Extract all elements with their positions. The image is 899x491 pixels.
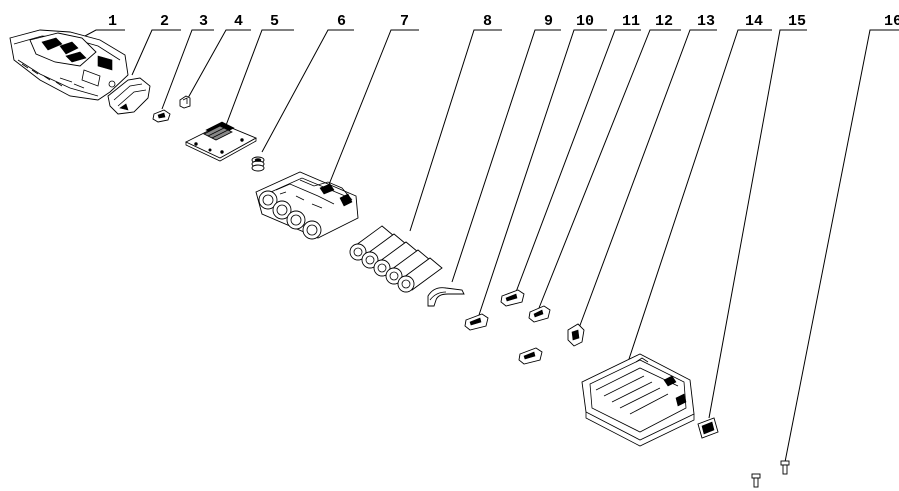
- label-5: 5: [270, 13, 279, 30]
- part-16-screws: [751, 460, 790, 488]
- part-7-cell-holder: [255, 171, 359, 240]
- label-7: 7: [400, 13, 409, 30]
- leader-10: [478, 29, 607, 316]
- leader-2: [131, 29, 181, 76]
- label-13: 13: [697, 13, 715, 30]
- label-4: 4: [234, 13, 243, 30]
- leader-11: [515, 29, 641, 293]
- part-8-cells: [349, 225, 443, 293]
- part-5-pcb: [184, 121, 258, 162]
- label-9: 9: [544, 13, 553, 30]
- label-12: 12: [655, 13, 673, 30]
- leader-6: [261, 29, 354, 153]
- label-14: 14: [745, 13, 763, 30]
- leader-15: [708, 29, 807, 419]
- label-6: 6: [337, 13, 346, 30]
- leader-9: [451, 29, 561, 283]
- label-10: 10: [576, 13, 594, 30]
- leader-16: [784, 29, 899, 463]
- part-12b-terminal: [518, 347, 543, 365]
- part-4-bracket: [179, 95, 191, 109]
- leader-14: [628, 29, 772, 360]
- leader-lines: [71, 29, 899, 463]
- label-15: 15: [788, 13, 806, 30]
- leader-12: [538, 29, 681, 309]
- leader-8: [409, 29, 502, 232]
- part-12-terminal: [528, 305, 551, 323]
- part-11-terminal: [500, 289, 525, 307]
- part-1-top-housing: [9, 29, 129, 101]
- part-15-plate: [697, 417, 719, 439]
- leader-5: [224, 29, 294, 129]
- label-11: 11: [622, 13, 640, 30]
- part-2-latch: [107, 77, 151, 115]
- leader-7: [327, 29, 419, 188]
- label-8: 8: [483, 13, 492, 30]
- leader-4: [187, 29, 251, 99]
- part-10-terminal: [464, 313, 489, 331]
- part-3-clip: [152, 109, 171, 123]
- part-13-pad: [567, 323, 585, 347]
- leader-13: [578, 29, 717, 329]
- label-16: 16: [884, 13, 899, 30]
- leader-3: [161, 29, 214, 110]
- label-1: 1: [108, 13, 117, 30]
- part-6-spring: [251, 156, 265, 172]
- label-3: 3: [199, 13, 208, 30]
- part-14-bottom-housing: [581, 353, 695, 447]
- callout-labels: 1 2 3 4 5 6 7 8 9 10 11 12 13 14 15 16: [108, 13, 899, 30]
- part-9-strap: [427, 287, 465, 307]
- label-2: 2: [160, 13, 169, 30]
